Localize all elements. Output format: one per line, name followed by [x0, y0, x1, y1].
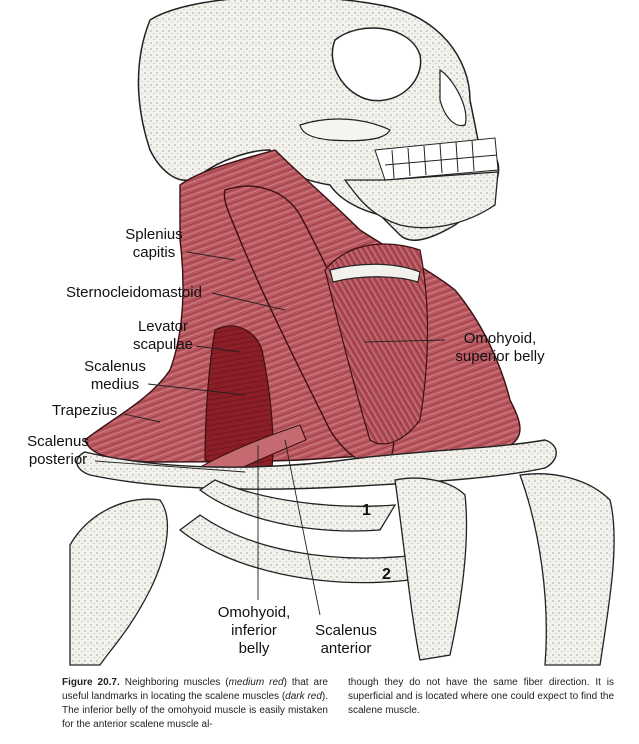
zygomatic-arch: [299, 118, 391, 142]
figure-caption: Figure 20.7. Neighboring muscles (medium…: [62, 676, 614, 732]
label-trapezius: Trapezius: [52, 402, 118, 419]
label-line: posterior: [28, 451, 88, 468]
right-shoulder: [519, 473, 615, 666]
label-omohyoid-superior: Omohyoid, superior belly: [444, 330, 556, 366]
left-shoulder: [69, 498, 168, 666]
label-line: scapulae: [132, 336, 194, 353]
label-line: Omohyoid,: [217, 604, 291, 621]
label-levator-scapulae: Levator scapulae: [128, 318, 198, 354]
rib-1: [198, 479, 397, 532]
leader-scalenus-posterior: [94, 460, 246, 473]
label-line: belly: [238, 640, 270, 657]
teeth: [374, 137, 499, 181]
mandible: [343, 171, 499, 229]
label-line: Levator: [137, 318, 189, 335]
leader-levator: [195, 345, 241, 353]
label-rib-2: 2: [382, 566, 391, 583]
leader-scalenus-medius: [147, 383, 246, 396]
label-omohyoid-inferior: Omohyoid, inferior belly: [212, 604, 296, 658]
figure-id: Figure 20.7.: [62, 677, 120, 688]
label-sternocleidomastoid: Sternocleidomastoid: [66, 284, 202, 301]
manubrium: [394, 477, 468, 661]
label-line: Scalenus: [315, 622, 377, 639]
label-scalenus-posterior: Scalenus posterior: [20, 433, 96, 469]
label-line: Scalenus: [84, 358, 146, 375]
caption-column-2: though they do not have the same fiber d…: [348, 677, 614, 716]
label-line: Omohyoid,: [463, 330, 537, 347]
label-scalenus-anterior: Scalenus anterior: [306, 622, 386, 658]
omohyoid-superior-muscle: [324, 243, 429, 445]
leader-lines: [94, 251, 446, 616]
label-scalenus-medius: Scalenus medius: [80, 358, 150, 394]
label-line: anterior: [320, 640, 372, 657]
caption-text: ) that are useful landmarks in locating …: [62, 677, 328, 702]
caption-italic: dark red: [285, 691, 322, 702]
bones-lower: [69, 439, 615, 666]
skull: [137, 0, 500, 241]
leader-scm: [211, 292, 286, 311]
label-line: inferior: [231, 622, 277, 639]
leader-omohyoid-superior: [364, 339, 446, 343]
label-line: capitis: [132, 244, 176, 261]
caption-text: Neighboring muscles (: [119, 677, 229, 688]
leader-splenius: [186, 251, 236, 261]
neck-muscles: [84, 149, 521, 486]
label-line: medius: [90, 376, 140, 393]
label-line: Splenius: [125, 226, 183, 243]
eye-orbit: [331, 27, 422, 102]
leader-trapezius: [123, 413, 161, 423]
label-line: Scalenus: [27, 433, 89, 450]
leader-scalenus-anterior: [284, 439, 321, 616]
hyoid-bone: [329, 263, 421, 283]
caption-column-1: Figure 20.7. Neighboring muscles (medium…: [62, 676, 328, 732]
clavicle: [76, 439, 557, 490]
caption-italic: medium red: [228, 677, 284, 688]
label-line: superior belly: [455, 348, 545, 365]
nasal-cavity: [439, 68, 467, 127]
caption-text: ). The inferior belly of the omohyoid mu…: [62, 691, 329, 730]
label-splenius-capitis: Splenius capitis: [118, 226, 190, 262]
label-rib-1: 1: [362, 502, 371, 519]
